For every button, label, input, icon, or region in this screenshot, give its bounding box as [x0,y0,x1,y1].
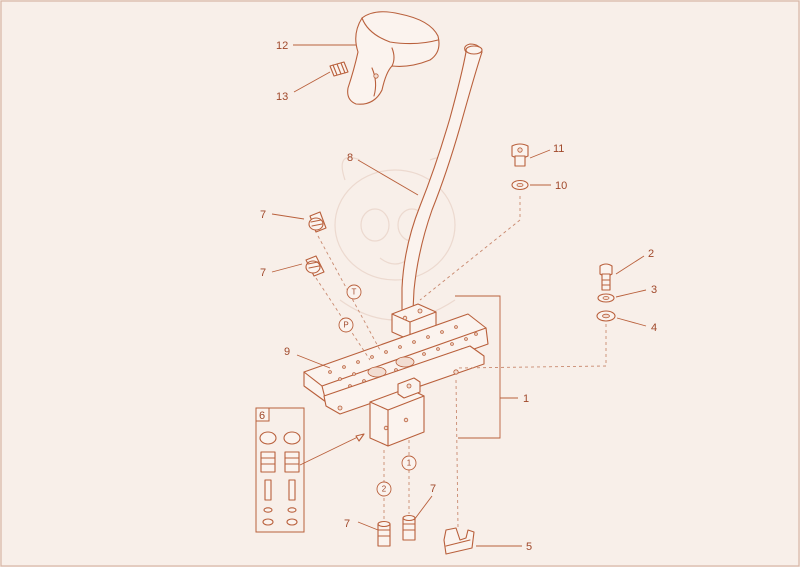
port-label-2: 2 [376,481,392,497]
kit-arrowhead [355,433,365,442]
part-7-fitting-lower-b [402,514,416,541]
callout-4: 4 [651,322,657,334]
part-8-lever-rod [401,43,483,311]
part-12-knob [347,11,440,105]
part-7-fitting-upper-b [305,255,325,277]
callout-12: 12 [276,40,288,52]
part-13-set-screw [329,61,349,77]
callout-6: 6 [259,410,265,422]
part-10-washer [511,179,529,191]
part-3-washer [597,293,615,303]
callout-13: 13 [276,91,288,103]
part-11-bolt [511,143,529,167]
port-label-pressure: P [338,317,354,333]
svg-text:1: 1 [407,459,412,468]
port-label-tank: T [346,284,362,300]
callout-3: 3 [651,284,657,296]
callout-8: 8 [347,152,353,164]
callout-1: 1 [523,393,529,405]
part-5-boot [443,527,475,555]
callout-11: 11 [553,143,564,155]
part-4-washer [596,310,616,322]
callout-7-upper-b: 7 [260,267,266,279]
leader-lines [271,44,647,547]
part-2-bolt [599,263,613,291]
part-1-bracket [455,295,501,439]
callout-7-lower-a: 7 [344,518,350,530]
callout-10: 10 [555,180,567,192]
svg-text:2: 2 [382,485,387,494]
callout-7-upper-a: 7 [260,209,266,221]
svg-text:P: P [343,321,348,330]
callout-7-lower-b: 7 [430,483,436,495]
part-9-perforated-plate [303,313,489,403]
port-label-1: 1 [401,455,417,471]
valve-body [323,345,485,447]
callout-9: 9 [284,346,290,358]
svg-text:T: T [352,288,357,297]
part-7-fitting-lower-a [377,520,391,547]
part-7-fitting-upper-a [308,211,327,233]
part-6-repair-kit [255,407,305,533]
callout-5: 5 [526,541,532,553]
callout-2: 2 [648,248,654,260]
